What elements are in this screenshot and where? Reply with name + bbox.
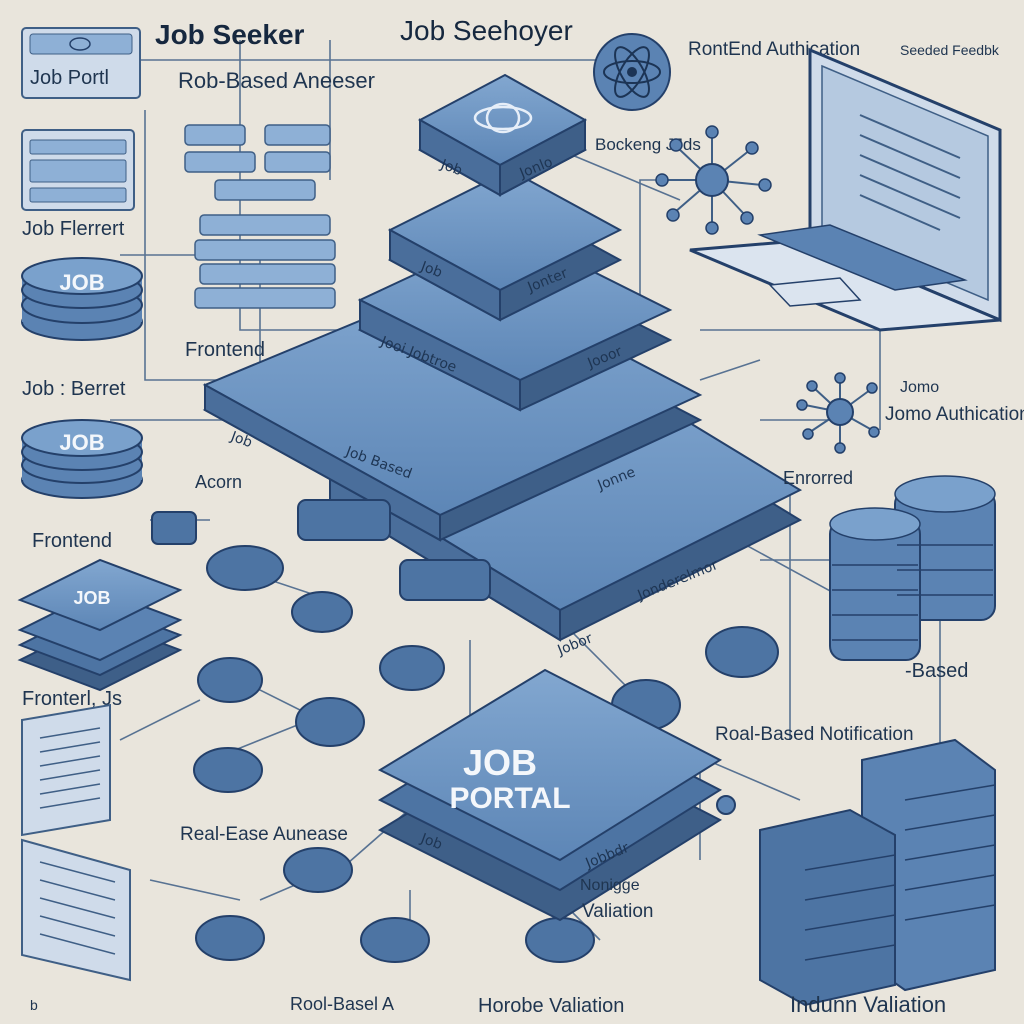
frontend-mid-label: Frontend	[185, 339, 265, 361]
real-ease-label: Real-Ease Aunease	[180, 824, 348, 845]
bockeng-label: Bockeng JJds	[595, 135, 701, 154]
svg-text:Job: Job	[228, 428, 255, 451]
svg-text:JOB: JOB	[463, 742, 537, 783]
react-atom-icon	[473, 102, 533, 134]
role-based-bottom-label: Rool-Basel A	[290, 994, 394, 1014]
job-seeker-label: Job Seeker	[155, 19, 305, 50]
svg-text:Job: Job	[438, 156, 465, 179]
server-rack-icon	[759, 738, 996, 1007]
frontend-left-label: Frontend	[32, 530, 112, 552]
inounn-validation-label: Indunn Valiation	[790, 992, 946, 1017]
laptop-icon	[689, 47, 1002, 332]
job-berret-label: Job : Berret	[22, 378, 126, 400]
network-hub-icon	[796, 372, 880, 454]
svg-text:Job: Job	[418, 830, 445, 853]
job-flerrert-label: Job Flerrert	[22, 218, 125, 240]
svg-text:Job Portl: Job Portl	[30, 67, 109, 89]
frontend-js-label: Fronterl, Js	[22, 688, 122, 710]
database-stack-icon: JOB	[21, 419, 143, 499]
nomigge-validation-label: Valiation	[582, 901, 653, 922]
acorn-label: Acorn	[195, 472, 242, 492]
document-panel	[21, 703, 111, 837]
seeded-feedbk-label: Seeded Feedbk	[900, 42, 1000, 58]
enrorred-label: Enrorred	[783, 468, 853, 488]
server-rack-icon	[829, 475, 996, 661]
home-auth-label-top: Jomo	[900, 379, 939, 396]
svg-text:JOB: JOB	[73, 588, 110, 608]
rontend-auth-label: RontEnd Authication	[688, 39, 860, 60]
home-authication-label: Jomo Authication	[885, 404, 1024, 425]
network-hub-icon	[655, 125, 772, 235]
service-nodes	[151, 499, 779, 963]
rob-based-label: Rob-Based Aneeser	[178, 68, 375, 93]
pyramid-tier-1: Job Jonlo	[417, 73, 588, 197]
roal-based-notification-label: Roal-Based Notification	[715, 724, 914, 745]
bottom-left-letter: b	[30, 997, 38, 1013]
globe-icon	[69, 37, 91, 51]
svg-text:Job: Job	[418, 258, 445, 281]
job-plate-stack: JOB	[17, 558, 183, 692]
pyramid-tier-2: Job Jonter	[387, 168, 623, 322]
job-seehoyer-label: Job Seehoyer	[400, 15, 573, 46]
svg-text:PORTAL: PORTAL	[449, 782, 570, 815]
job-portal-box: Job Portl	[21, 27, 141, 99]
form-panel	[21, 129, 135, 211]
job-portal-module: JOB PORTAL Job Jobbdr	[377, 668, 723, 922]
notification-dot-icon	[716, 795, 736, 815]
nomigge-label: Nonigge	[580, 877, 640, 894]
react-atom-icon	[593, 33, 671, 111]
based-label: -Based	[905, 660, 968, 682]
database-stack-icon: JOB	[21, 257, 143, 341]
svg-text:JOB: JOB	[59, 430, 104, 455]
svg-text:JOB: JOB	[59, 270, 104, 295]
button-column	[184, 124, 336, 309]
hordoe-validation-label: Horobe Valiation	[478, 995, 624, 1017]
document-panel	[21, 838, 131, 982]
